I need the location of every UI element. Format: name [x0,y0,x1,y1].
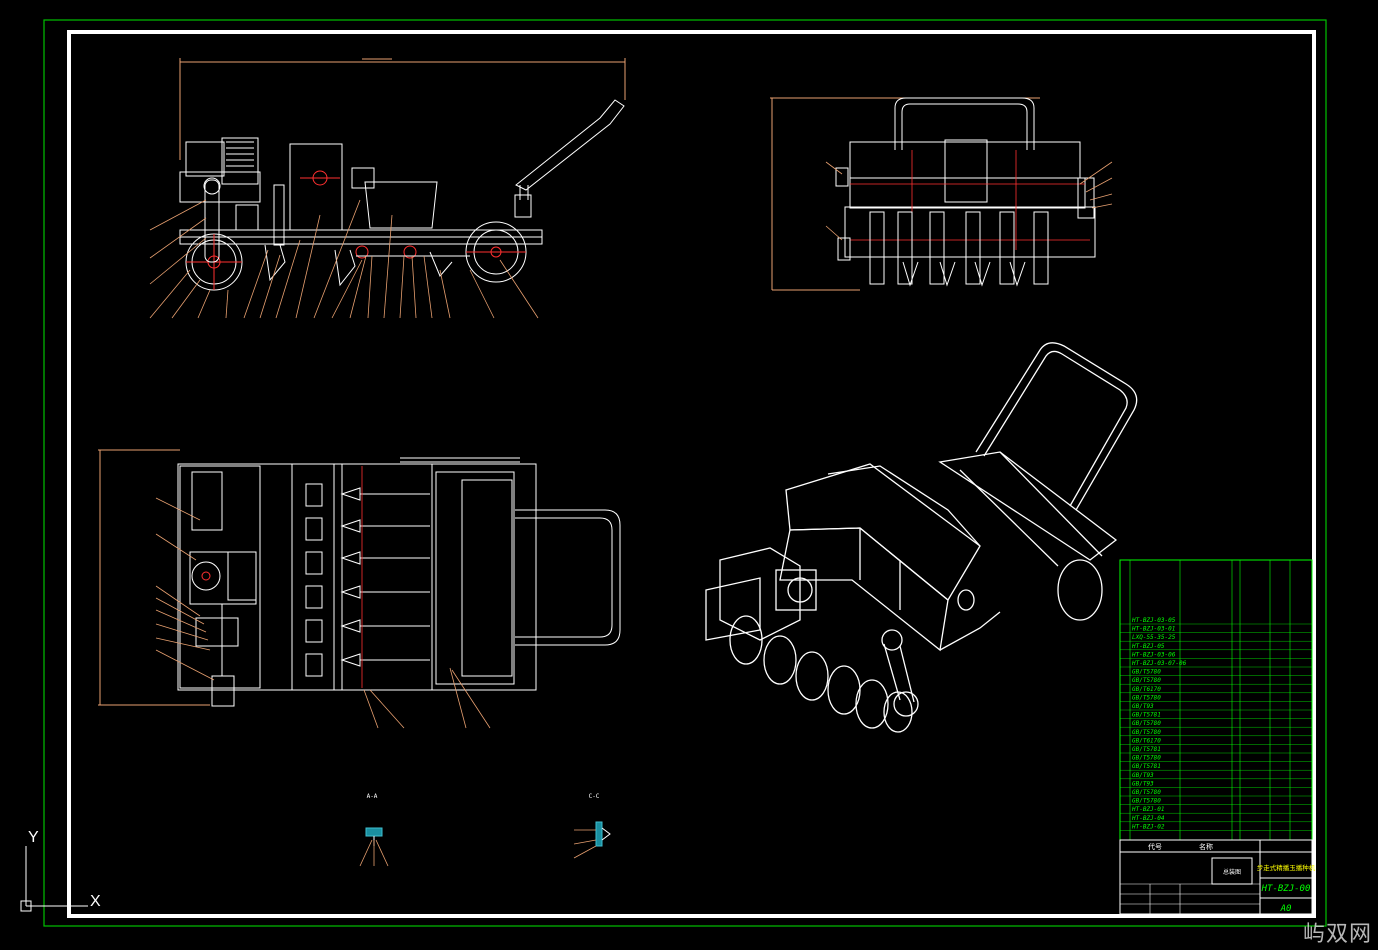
bom-row-code: HT-BZJ-03-01 [1131,626,1175,633]
top-view [98,449,621,729]
bom-row-code: HT-BZJ-03-05 [1131,617,1176,624]
outer-frame [43,19,1327,927]
ucs-x-label: X [90,893,101,910]
section-c-label: C-C [589,793,600,800]
bom-row-code: GB/T5780 [1132,677,1161,684]
bom-row-code: GB/T6170 [1132,686,1161,693]
bom-table: HT-BZJ-03-05HT-BZJ-03-01LXQ-55-35-25HT-B… [1119,559,1313,841]
watermark: 屿双网 [1302,922,1372,947]
bom-row-code: GB/T5781 [1132,763,1161,770]
bom-row-code: HT-BZJ-03-07-06 [1131,660,1187,667]
bom-row-code: HT-BZJ-02 [1131,823,1165,830]
bom-row-code: HT-BZJ-05 [1131,643,1165,650]
bom-row-code: GB/T93 [1132,780,1154,787]
title-block [1119,839,1313,915]
sheet-size: A0 [1280,904,1292,914]
bom-row-code: GB/T5780 [1132,755,1161,762]
bom-header-code: 代号 [1148,842,1162,851]
front-view [770,97,1113,291]
bom-row-code: GB/T5780 [1132,669,1161,676]
bom-row-code: LXQ-55-35-25 [1132,634,1176,641]
bom-row-code: GB/T6170 [1132,737,1161,744]
assembly-stamp: 总装图 [1223,868,1241,876]
drawing-title: 步走式精播玉播种机 [1257,863,1316,872]
bom-row-code: GB/T5781 [1132,712,1161,719]
bom-row-code: HT-BZJ-04 [1131,815,1165,822]
bom-row-code: GB/T5780 [1132,720,1161,727]
bom-row-code: GB/T5780 [1132,789,1161,796]
bom-row-code: HT-BZJ-03-06 [1131,651,1176,658]
bom-row-code: GB/T5780 [1132,729,1161,736]
bom-row-code: GB/T93 [1132,772,1154,779]
bom-row-code: GB/T5780 [1132,694,1161,701]
ucs-y-label: Y [28,829,39,846]
bom-row-code: GB/T5781 [1132,746,1161,753]
drawing-border [67,30,1316,918]
bom-row-code: GB/T93 [1132,703,1154,710]
isometric-view [705,342,1138,733]
side-view [149,58,626,319]
bom-header-name: 名称 [1199,842,1213,851]
bom-row-code: HT-BZJ-01 [1131,806,1165,813]
section-a-detail [359,827,389,867]
section-a-label: A-A [367,793,378,800]
drawing-number: HT-BZJ-00 [1261,884,1311,894]
ucs-icon [20,846,88,912]
bom-row-code: GB/T5780 [1132,798,1161,805]
section-c-detail [573,821,611,859]
